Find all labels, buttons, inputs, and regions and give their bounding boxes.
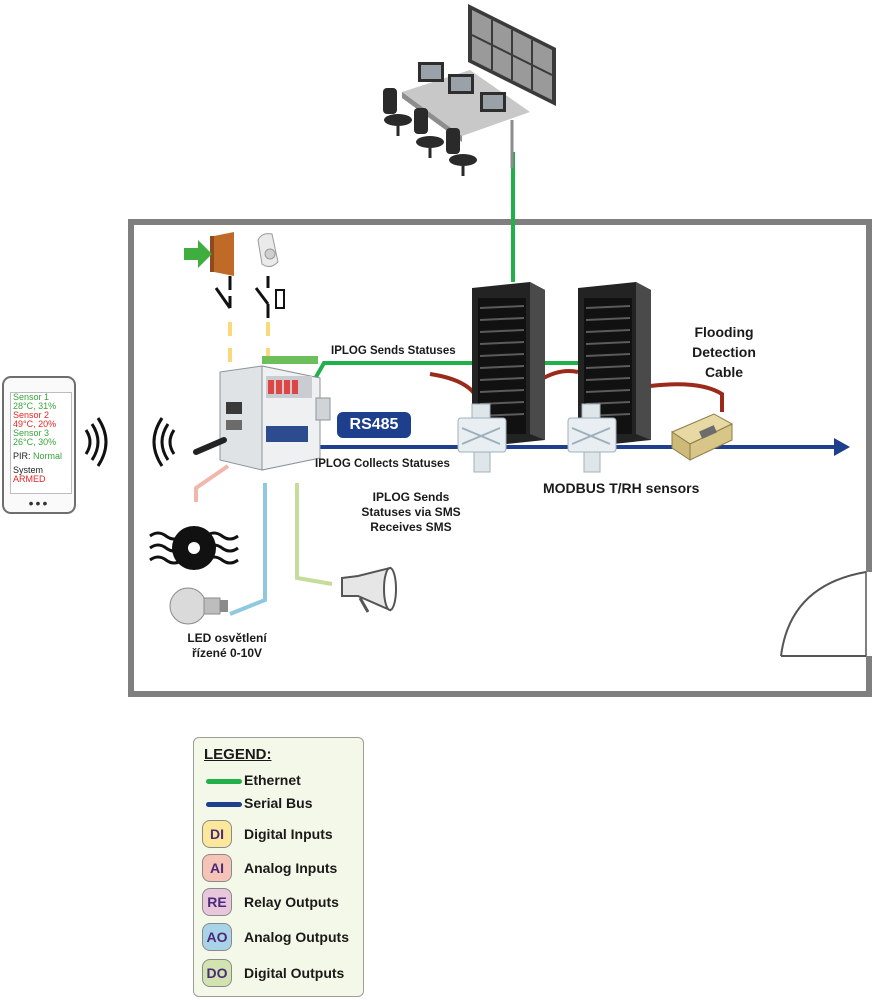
system-value: ARMED bbox=[13, 474, 46, 484]
flooding-label-line: Detection bbox=[692, 344, 756, 360]
re-badge: RE bbox=[202, 888, 232, 916]
sms-label-line: Statuses via SMS bbox=[361, 505, 461, 519]
serial-bus-arrow bbox=[834, 438, 850, 456]
ethernet-line-swatch bbox=[206, 779, 242, 784]
di-badge: DI bbox=[202, 820, 232, 848]
legend: LEGEND: Ethernet Serial Bus DI Digital I… bbox=[193, 737, 364, 997]
trh-sensor-icon bbox=[457, 403, 507, 473]
serial-bus-line-swatch bbox=[206, 802, 242, 807]
legend-label: Digital Outputs bbox=[244, 965, 345, 981]
flooding-label-line: Flooding bbox=[694, 324, 754, 340]
sensor3-label: Sensor 3 bbox=[13, 428, 50, 438]
room-wall bbox=[128, 219, 872, 697]
siren-horn-icon bbox=[341, 566, 397, 613]
sensor2-label: Sensor 2 bbox=[13, 410, 50, 420]
sensor1-label: Sensor 1 bbox=[13, 392, 50, 402]
iplog-controller-icon bbox=[193, 356, 331, 471]
sms-label-line: IPLOG Sends bbox=[372, 490, 450, 504]
motion-sensor-icon bbox=[257, 233, 279, 268]
control-room-icon bbox=[383, 4, 556, 176]
legend-label: Relay Outputs bbox=[244, 894, 339, 910]
sms-label-line: Receives SMS bbox=[370, 520, 452, 534]
analog-output-wire bbox=[229, 483, 267, 616]
serial-label: IPLOG Collects Statuses bbox=[315, 458, 450, 470]
pir-label: PIR: bbox=[13, 451, 31, 461]
legend-label: Analog Inputs bbox=[244, 860, 338, 876]
ethernet-label: IPLOG Sends Statuses bbox=[331, 345, 456, 357]
pir-value: Normal bbox=[33, 451, 63, 461]
flood-detector-icon bbox=[670, 413, 734, 461]
phone-menu-dots: ••• bbox=[28, 495, 50, 511]
legend-label: Ethernet bbox=[244, 772, 301, 788]
wireless-signal-icon bbox=[84, 417, 108, 467]
ethernet-link bbox=[310, 361, 472, 385]
flooding-label-line: Cable bbox=[704, 364, 744, 380]
door-icon bbox=[780, 571, 873, 657]
sensor3-value: 26°C, 30% bbox=[13, 437, 57, 447]
smartphone: Sensor 1 28°C, 31% Sensor 2 49°C, 20% Se… bbox=[2, 376, 76, 514]
system-label: System bbox=[13, 465, 44, 475]
rs485-badge: RS485 bbox=[337, 412, 411, 438]
do-badge: DO bbox=[202, 959, 232, 987]
pir-status: PIR: Normal bbox=[13, 452, 71, 461]
sensor1-value: 28°C, 31% bbox=[13, 401, 57, 411]
modbus-label: MODBUS T/RH sensors bbox=[543, 480, 700, 496]
fan-icon bbox=[149, 526, 239, 570]
door-exit-icon bbox=[184, 232, 234, 276]
switch-symbol-icon bbox=[214, 276, 232, 309]
led-label-line: řízené 0-10V bbox=[191, 646, 263, 660]
led-label: LED osvětlení řízené 0-10V bbox=[174, 631, 280, 661]
ai-badge: AI bbox=[202, 854, 232, 882]
wireless-signal-icon bbox=[152, 417, 176, 467]
legend-label: Digital Inputs bbox=[244, 826, 333, 842]
sensor2-value: 49°C, 20% bbox=[13, 419, 57, 429]
flooding-label: Flooding Detection Cable bbox=[678, 322, 770, 382]
ao-badge: AO bbox=[202, 923, 232, 951]
trh-sensor-icon bbox=[567, 403, 617, 473]
analog-input-wire bbox=[194, 464, 230, 502]
legend-label: Analog Outputs bbox=[244, 929, 349, 945]
sms-label: IPLOG Sends Statuses via SMS Receives SM… bbox=[350, 490, 472, 535]
legend-title: LEGEND: bbox=[204, 746, 272, 763]
led-bulb-icon bbox=[169, 587, 228, 625]
phone-screen: Sensor 1 28°C, 31% Sensor 2 49°C, 20% Se… bbox=[10, 392, 72, 494]
server-rack-icon bbox=[578, 282, 651, 446]
relay-symbol-icon bbox=[254, 276, 285, 318]
legend-label: Serial Bus bbox=[244, 795, 313, 811]
led-label-line: LED osvětlení bbox=[187, 631, 267, 645]
digital-output-wire bbox=[295, 483, 333, 586]
